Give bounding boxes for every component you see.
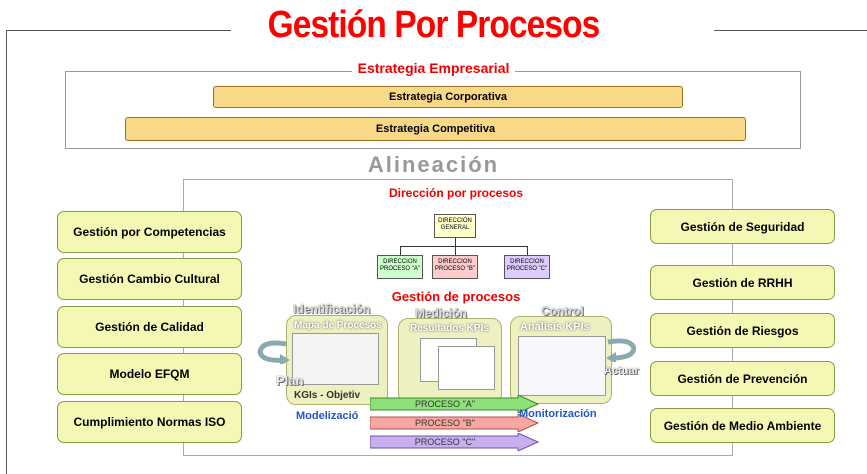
right-item-rrhh: Gestión de RRHH bbox=[650, 265, 835, 300]
right-item-medio-ambiente: Gestión de Medio Ambiente bbox=[650, 408, 835, 443]
org-connector-vertical bbox=[455, 238, 456, 246]
left-item-iso: Cumplimiento Normas ISO bbox=[57, 401, 242, 443]
phase-control: Control bbox=[541, 304, 584, 318]
org-connector-c bbox=[527, 246, 528, 255]
kgi-label: KGIs - Objetiv bbox=[294, 390, 361, 401]
right-item-seguridad: Gestión de Seguridad bbox=[650, 209, 835, 244]
process-c-arrow-icon bbox=[370, 433, 540, 451]
org-proceso-a-box: DIRECCION PROCESO "A" bbox=[377, 255, 423, 279]
org-connector-horizontal bbox=[400, 246, 527, 247]
left-item-competencias: Gestión por Competencias bbox=[57, 211, 242, 253]
actuar-label: Actuar bbox=[604, 365, 639, 377]
page-title: Gestión Por Procesos bbox=[267, 4, 601, 46]
panel-mapa-title: Mapa de Procesos bbox=[294, 320, 382, 331]
modelizacion-label: Modelizació bbox=[296, 410, 359, 422]
process-map-thumbnail bbox=[292, 333, 379, 385]
phase-identificacion: Identificación bbox=[293, 302, 371, 316]
frame-top-right-line bbox=[714, 30, 867, 31]
monitorizacion-label: Monitorización bbox=[519, 408, 597, 420]
org-general-box: DIRECCION GENERAL bbox=[434, 214, 476, 238]
corporate-strategy-bar: Estrategia Corporativa bbox=[213, 86, 683, 108]
alignment-heading: Alineación bbox=[367, 152, 500, 177]
management-heading: Gestión de procesos bbox=[391, 289, 521, 304]
right-item-prevencion: Gestión de Prevención bbox=[650, 361, 835, 396]
panel-analisis-title: Análisis KPIs bbox=[520, 321, 590, 333]
right-item-riesgos: Gestión de Riesgos bbox=[650, 313, 835, 348]
org-proceso-c-box: DIRECCION PROCESO "C" bbox=[504, 255, 550, 279]
cycle-left-arrow-icon bbox=[257, 340, 290, 364]
left-item-cambio-cultural: Gestión Cambio Cultural bbox=[57, 258, 242, 300]
phase-medicion: Medición bbox=[415, 306, 468, 320]
frame-left-line bbox=[6, 30, 7, 474]
kpi-analysis-thumbnail bbox=[518, 336, 606, 396]
process-a-label: PROCESO "A" bbox=[415, 399, 475, 409]
left-item-efqm: Modelo EFQM bbox=[57, 353, 242, 395]
panel-resultados-title: Resultados KPIs bbox=[410, 323, 489, 334]
process-a-arrow-icon bbox=[370, 395, 540, 413]
process-b-arrow-icon bbox=[370, 414, 540, 432]
competitive-strategy-bar: Estrategia Competitiva bbox=[125, 117, 746, 141]
org-proceso-b-box: DIRECCION PROCESO "B" bbox=[432, 255, 478, 279]
cycle-right-arrow-icon bbox=[606, 338, 636, 362]
org-connector-b bbox=[455, 246, 456, 255]
plan-label: Plan bbox=[276, 373, 304, 388]
strategy-heading: Estrategia Empresarial bbox=[0, 60, 867, 76]
frame-top-left-line bbox=[6, 30, 231, 31]
direction-heading: Dirección por procesos bbox=[388, 186, 524, 200]
left-item-calidad: Gestión de Calidad bbox=[57, 306, 242, 348]
process-b-label: PROCESO "B" bbox=[415, 418, 475, 428]
org-connector-a bbox=[400, 246, 401, 255]
kpi-results-thumbnail-front bbox=[438, 346, 495, 390]
process-c-label: PROCESO "C" bbox=[414, 437, 476, 447]
